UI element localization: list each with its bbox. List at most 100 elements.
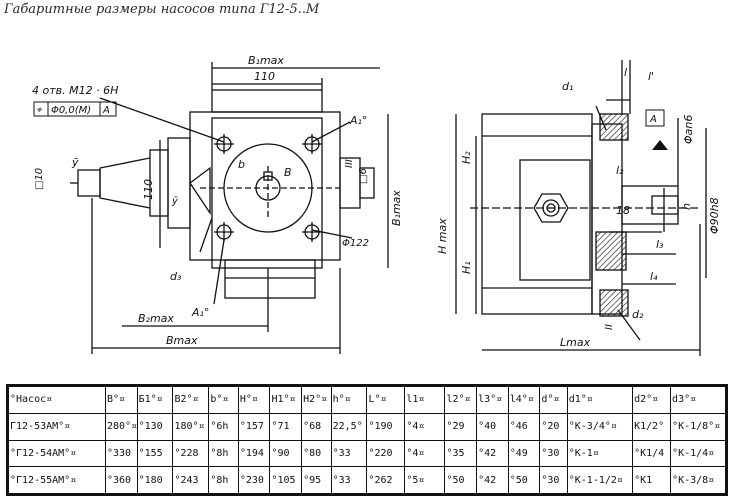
table-cell: °К1 bbox=[632, 466, 672, 494]
col-header-l1: l1¤ bbox=[404, 386, 446, 414]
table-cell: °71 bbox=[269, 412, 303, 441]
table-cell: °80 bbox=[301, 439, 332, 468]
table-cell: °4¤ bbox=[404, 412, 446, 441]
col-header-L: L°¤ bbox=[366, 386, 406, 414]
tolerance-frame: ⌖ Φ0,0(М) А bbox=[33, 101, 117, 117]
table-cell: °Г12-54АМ°¤ bbox=[8, 439, 106, 468]
table-cell: °К1/4 bbox=[632, 439, 672, 468]
technical-drawing: 4 отв. М12 · 6Н ⌖ Φ0,0(М) А B₁max 110 11… bbox=[32, 54, 721, 356]
label-a1-bottom: A₁° bbox=[191, 306, 209, 319]
label-y-box: ȳ bbox=[171, 196, 179, 207]
table-cell: °50 bbox=[444, 466, 478, 494]
label-iii: III bbox=[344, 159, 355, 168]
label-y-top: ȳ bbox=[71, 156, 79, 169]
table-row: Г12-53АМ°¤ 280°¤ °130 180°¤ °6h °157 °71… bbox=[8, 412, 726, 441]
label-h: h bbox=[680, 203, 693, 210]
label-h2: H₂ bbox=[460, 151, 473, 164]
label-d3: d₃ bbox=[170, 270, 182, 283]
table-cell: °30 bbox=[539, 439, 568, 468]
table-cell: К1/2° bbox=[632, 412, 672, 441]
table-cell: °Г12-55АМ°¤ bbox=[8, 466, 106, 494]
table-cell: °130 bbox=[136, 412, 174, 441]
table-cell: °155 bbox=[136, 439, 174, 468]
table-cell: °95 bbox=[301, 466, 332, 494]
table-cell: °33 bbox=[330, 439, 368, 468]
table-cell: °46 bbox=[507, 412, 541, 441]
table-cell: °180 bbox=[136, 466, 174, 494]
label-phi-an6: Φan6 bbox=[682, 115, 695, 144]
table-cell: °К-3/4°¤ bbox=[566, 412, 634, 441]
label-h1: H₁ bbox=[460, 261, 473, 274]
table-cell: °К-1¤ bbox=[566, 439, 634, 468]
table-cell: °90 bbox=[269, 439, 303, 468]
specs-table-frame: °Насос¤ B°¤ Б1°¤ В2°¤ b°¤ H°¤ H1°¤ H2°¤ … bbox=[6, 384, 728, 496]
svg-text:А: А bbox=[102, 105, 110, 116]
label-hmax: H max bbox=[436, 218, 449, 254]
table-cell: °157 bbox=[237, 412, 271, 441]
label-ii: II bbox=[604, 324, 615, 330]
table-cell: °360 bbox=[105, 466, 138, 494]
col-header-d2: d2°¤ bbox=[632, 386, 672, 414]
col-header-H: H°¤ bbox=[237, 386, 271, 414]
table-cell: 22,5° bbox=[330, 412, 368, 441]
holes-note: 4 отв. М12 · 6Н bbox=[32, 84, 118, 97]
table-cell: °190 bbox=[366, 412, 406, 441]
table-cell: °5¤ bbox=[404, 466, 446, 494]
table-row: °Г12-54АМ°¤ °330 °155 °228 °8h °194 °90 … bbox=[8, 439, 726, 468]
label-110-top: 110 bbox=[254, 70, 275, 83]
table-cell: °228 bbox=[172, 439, 210, 468]
col-header-B: B°¤ bbox=[105, 386, 138, 414]
table-cell: °8h bbox=[208, 439, 239, 468]
col-header-b: b°¤ bbox=[208, 386, 239, 414]
table-cell: °К-1/8°¤ bbox=[670, 412, 726, 441]
table-cell: °42 bbox=[476, 466, 509, 494]
col-header-H2: H2°¤ bbox=[301, 386, 332, 414]
table-cell: °220 bbox=[366, 439, 406, 468]
table-cell: °194 bbox=[237, 439, 271, 468]
table-cell: °262 bbox=[366, 466, 406, 494]
side-view bbox=[455, 60, 707, 356]
col-header-d1: d1°¤ bbox=[566, 386, 634, 414]
label-l-top: l bbox=[624, 66, 627, 79]
datum-a-box: А bbox=[645, 109, 665, 127]
table-cell: Г12-53АМ°¤ bbox=[8, 412, 106, 441]
label-110-side: 110 bbox=[142, 179, 155, 200]
label-b-center: B bbox=[284, 166, 292, 179]
table-cell: °4¤ bbox=[404, 439, 446, 468]
table-cell: °68 bbox=[301, 412, 332, 441]
table-cell: °50 bbox=[507, 466, 541, 494]
col-header-pump: °Насос¤ bbox=[8, 386, 106, 414]
label-l2: l₂ bbox=[616, 164, 624, 177]
table-cell: °40 bbox=[476, 412, 509, 441]
table-cell: °К-1-1/2¤ bbox=[566, 466, 634, 494]
col-header-h: h°¤ bbox=[330, 386, 368, 414]
svg-text:А: А bbox=[649, 114, 657, 125]
col-header-B2: В2°¤ bbox=[172, 386, 210, 414]
label-d2: d₂ bbox=[632, 308, 644, 321]
label-l3: l₃ bbox=[656, 238, 664, 251]
specs-table: °Насос¤ B°¤ Б1°¤ В2°¤ b°¤ H°¤ H1°¤ H2°¤ … bbox=[8, 386, 726, 494]
col-header-l3: l3°¤ bbox=[476, 386, 509, 414]
table-cell: °105 bbox=[269, 466, 303, 494]
col-header-l2: l2°¤ bbox=[444, 386, 478, 414]
label-b1max-vertical: B₁max bbox=[390, 190, 403, 226]
label-l4: l₄ bbox=[650, 270, 658, 283]
label-l-prime: l' bbox=[648, 70, 654, 83]
label-d1: d₁ bbox=[562, 80, 573, 93]
label-phi-90h8: Φ90h8 bbox=[708, 197, 721, 234]
label-b-lower: b bbox=[238, 158, 245, 171]
table-cell: 180°¤ bbox=[172, 412, 210, 441]
label-sq6: □6 bbox=[358, 168, 369, 184]
table-cell: °330 bbox=[105, 439, 138, 468]
table-cell: 280°¤ bbox=[105, 412, 138, 441]
table-cell: °К-1/4¤ bbox=[670, 439, 726, 468]
table-cell: °42 bbox=[476, 439, 509, 468]
col-header-d: d°¤ bbox=[539, 386, 568, 414]
table-cell: °230 bbox=[237, 466, 271, 494]
table-cell: °30 bbox=[539, 466, 568, 494]
col-header-d3: d3°¤ bbox=[670, 386, 726, 414]
drawing-title: Габаритные размеры насосов типа Г12-5..М bbox=[4, 2, 320, 17]
table-cell: °243 bbox=[172, 466, 210, 494]
label-18: 18 bbox=[616, 204, 630, 217]
col-header-l4: l4°¤ bbox=[507, 386, 541, 414]
